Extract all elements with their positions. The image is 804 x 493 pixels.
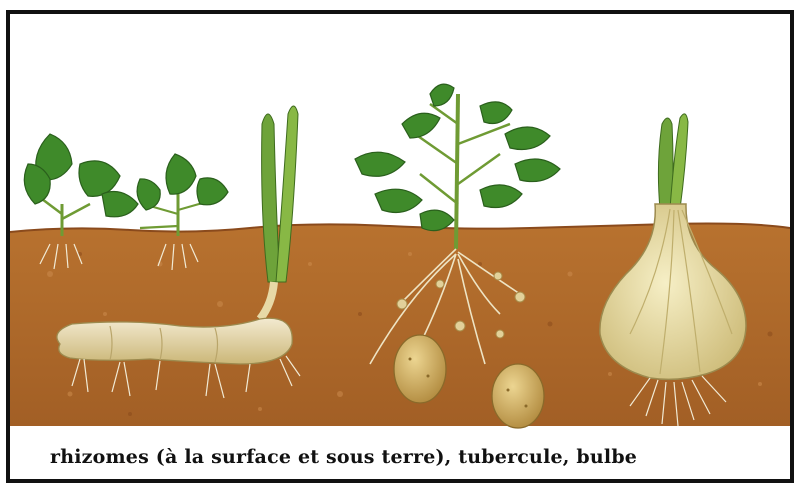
illustration-frame: rhizomes (à la surface et sous terre), t… — [6, 10, 794, 483]
illustration-caption: rhizomes (à la surface et sous terre), t… — [50, 446, 790, 468]
plant-storage-organs-illustration — [10, 14, 790, 479]
